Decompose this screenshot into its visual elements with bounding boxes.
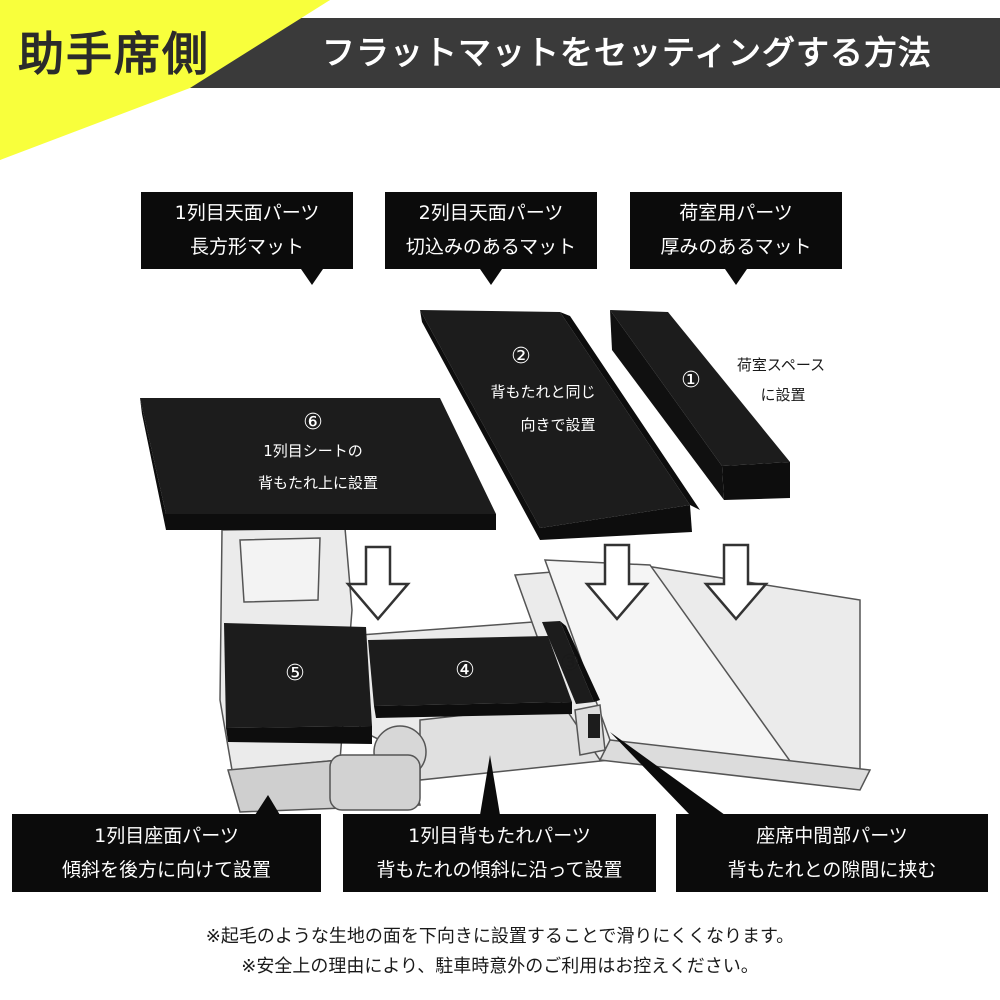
mat-1-note-line2: に設置 <box>760 386 805 404</box>
callout-gap-mat: 座席中間部パーツ 背もたれとの隙間に挟む <box>676 814 988 892</box>
mat-6-number: ⑥ <box>303 410 323 435</box>
callout-line1: 1列目座面パーツ <box>94 825 239 847</box>
mat-2-note-line1: 背もたれと同じ <box>490 383 595 401</box>
mat-6 <box>140 398 496 530</box>
callout-line2: 背もたれとの隙間に挟む <box>727 859 937 881</box>
callout-backrest-mat: 1列目背もたれパーツ 背もたれの傾斜に沿って設置 <box>343 814 656 892</box>
callout-line2: 長方形マット <box>189 236 304 258</box>
mat-2 <box>420 310 700 540</box>
down-arrow-icon <box>584 543 650 621</box>
mat-4-number: ④ <box>455 658 475 683</box>
callout-line2: 背もたれの傾斜に沿って設置 <box>376 859 623 881</box>
callout-seat-mat: 1列目座面パーツ 傾斜を後方に向けて設置 <box>12 814 321 892</box>
pointer-backrest <box>480 755 500 815</box>
mat-3 <box>542 621 600 704</box>
down-arrow-icon <box>345 545 411 621</box>
callout-line2: 切込みのあるマット <box>405 236 577 258</box>
seat-buckle <box>588 714 600 738</box>
note-safety: ※安全上の理由により、駐車時意外のご利用はお控えください。 <box>241 956 759 977</box>
callout-line1: 1列目背もたれパーツ <box>408 825 591 847</box>
mat-1 <box>610 310 790 500</box>
callout-line1: 荷室用パーツ <box>679 202 793 224</box>
mat-1-number: ① <box>681 368 701 393</box>
mat-6-note-line2: 背もたれ上に設置 <box>258 474 378 492</box>
page-title: フラットマットをセッティングする方法 <box>322 33 933 72</box>
callout-cargo-mat: 荷室用パーツ 厚みのあるマット <box>630 192 842 285</box>
callout-line2: 傾斜を後方に向けて設置 <box>61 859 271 881</box>
mat-2-note-line2: 向きで設置 <box>520 416 595 434</box>
mat-5-number: ⑤ <box>285 661 305 686</box>
note-nonslip: ※起毛のような生地の面を下向きに設置することで滑りにくくなります。 <box>205 926 795 947</box>
corner-accent-overlay <box>0 0 330 160</box>
callout-line1: 2列目天面パーツ <box>418 202 564 224</box>
callout-line1: 1列目天面パーツ <box>174 202 320 224</box>
side-label: 助手席側 <box>18 27 210 81</box>
callout-line1: 座席中間部パーツ <box>756 825 908 847</box>
mat-3-number: ③ <box>560 651 580 676</box>
down-arrow-icon <box>703 543 769 621</box>
pointer-seat <box>255 795 280 815</box>
callout-pointer <box>480 269 502 285</box>
callout-pointer <box>725 269 747 285</box>
pointer-gap <box>610 732 725 815</box>
mat-2-number: ② <box>511 344 531 369</box>
callout-row1-top-mat: 1列目天面パーツ 長方形マット <box>141 192 353 285</box>
callout-pointer <box>301 269 323 285</box>
mat-1-note-line1: 荷室スペース <box>737 356 825 374</box>
callout-line2: 厚みのあるマット <box>660 236 812 258</box>
callout-row2-top-mat: 2列目天面パーツ 切込みのあるマット <box>385 192 597 285</box>
mat-4 <box>368 636 572 718</box>
mat-6-note-line1: 1列目シートの <box>263 442 363 460</box>
mat-5 <box>224 623 372 744</box>
